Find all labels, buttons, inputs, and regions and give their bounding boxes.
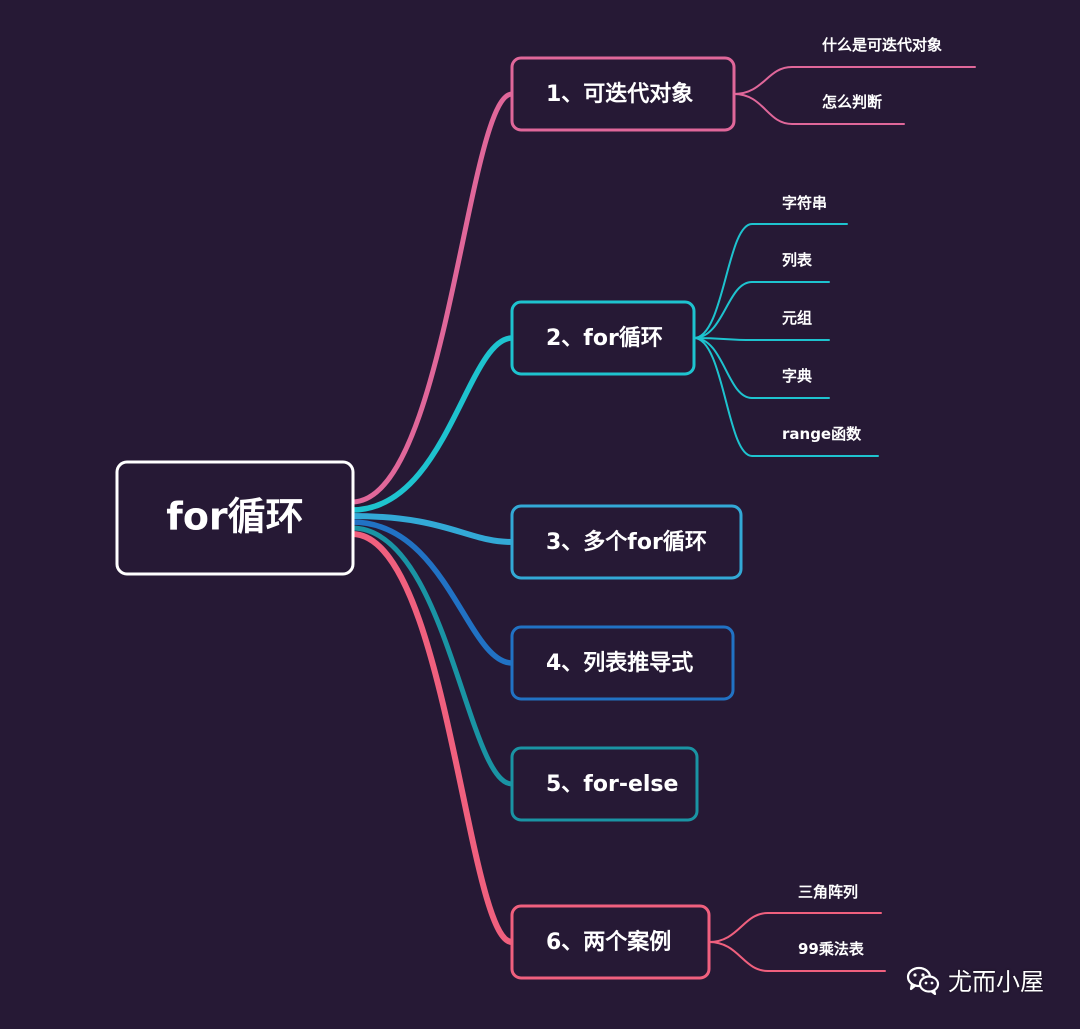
leaf-label[interactable]: 字符串 bbox=[782, 194, 827, 212]
leaf-connector bbox=[693, 281, 830, 339]
root-node[interactable]: for循环 bbox=[115, 460, 355, 576]
wechat-icon bbox=[906, 965, 940, 995]
branch-node-label: 1、可迭代对象 bbox=[546, 81, 693, 107]
branch-node-label: 3、多个for循环 bbox=[546, 529, 707, 555]
leaf-connector bbox=[733, 93, 905, 125]
connector-branch-1 bbox=[349, 91, 515, 505]
leaf-label[interactable]: 列表 bbox=[782, 251, 813, 269]
branch-node-label: 5、for-else bbox=[546, 772, 678, 797]
leaf-label[interactable]: 元组 bbox=[782, 309, 812, 327]
leaf-connector bbox=[708, 912, 882, 943]
leaf-connector bbox=[708, 941, 886, 972]
leaf-label[interactable]: 99乘法表 bbox=[798, 940, 865, 958]
mind-map-connectors bbox=[349, 91, 515, 945]
root-node-label: for循环 bbox=[166, 495, 303, 539]
branch-node-2[interactable]: 2、for循环 bbox=[510, 300, 696, 376]
branch-node-1[interactable]: 1、可迭代对象 bbox=[510, 56, 736, 132]
leaf-label[interactable]: 怎么判断 bbox=[822, 93, 882, 111]
root-node-box bbox=[115, 460, 355, 576]
branch-node-label: 4、列表推导式 bbox=[546, 651, 693, 676]
branch-node-4[interactable]: 4、列表推导式 bbox=[510, 625, 735, 701]
connector-branch-4 bbox=[349, 519, 515, 666]
connector-branch-3 bbox=[349, 513, 515, 545]
leaf-connector bbox=[693, 337, 830, 341]
branch-node-label: 6、两个案例 bbox=[546, 929, 671, 955]
mind-map-nodes: 1、可迭代对象 2、for循环 3、多个for循环 4、列表推导式 5、for-else… bbox=[510, 56, 743, 980]
branch-node-box bbox=[510, 56, 736, 132]
leaf-connector bbox=[733, 66, 976, 95]
leaf-connector bbox=[693, 337, 830, 399]
branch-node-box bbox=[510, 625, 735, 701]
leaf-connector bbox=[693, 337, 879, 457]
leaf-connector bbox=[693, 223, 848, 339]
branch-node-box bbox=[510, 504, 743, 580]
branch-node-box bbox=[510, 300, 696, 376]
branch-node-box bbox=[510, 904, 711, 980]
watermark: 尤而小屋 bbox=[906, 962, 1044, 997]
connector-branch-5 bbox=[349, 525, 515, 787]
leaf-label[interactable]: 三角阵列 bbox=[798, 883, 858, 901]
leaf-label[interactable]: 什么是可迭代对象 bbox=[822, 36, 942, 54]
connector-branch-6 bbox=[349, 531, 515, 945]
branch-node-label: 2、for循环 bbox=[546, 325, 663, 351]
watermark-text: 尤而小屋 bbox=[948, 968, 1044, 996]
leaf-label[interactable]: range函数 bbox=[782, 425, 862, 443]
leaf-label[interactable]: 字典 bbox=[782, 367, 812, 385]
branch-node-box bbox=[510, 746, 699, 822]
branch-node-3[interactable]: 3、多个for循环 bbox=[510, 504, 743, 580]
branch-node-6[interactable]: 6、两个案例 bbox=[510, 904, 711, 980]
branch-node-5[interactable]: 5、for-else bbox=[510, 746, 699, 822]
connector-branch-2 bbox=[349, 335, 515, 513]
